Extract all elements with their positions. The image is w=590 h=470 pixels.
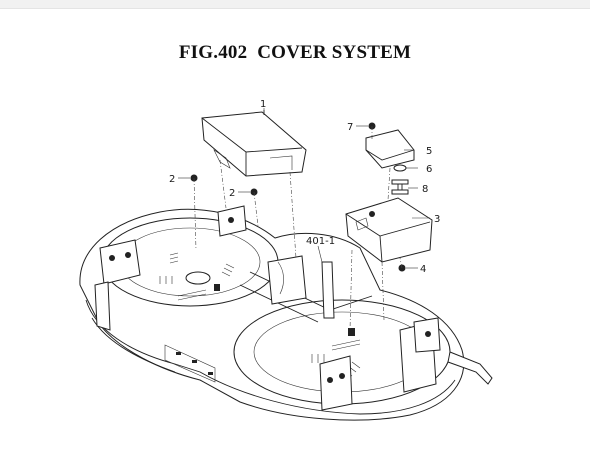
figure-title: FIG.402 COVER SYSTEM bbox=[0, 42, 590, 64]
callout-4: 4 bbox=[420, 264, 426, 275]
callout-1: 1 bbox=[260, 99, 266, 110]
mower-deck-housing bbox=[79, 205, 493, 421]
callout-7: 7 bbox=[347, 122, 353, 133]
callout-6: 6 bbox=[426, 164, 432, 175]
figure-number: FIG.402 bbox=[178, 42, 248, 63]
callout-2-left: 2 bbox=[169, 174, 175, 185]
viewer-top-bar bbox=[0, 0, 590, 9]
leader-lines bbox=[178, 108, 430, 269]
callout-5: 5 bbox=[426, 146, 432, 157]
figure-name: COVER SYSTEM bbox=[257, 42, 412, 63]
callout-8: 8 bbox=[422, 184, 428, 195]
part-8-pin bbox=[391, 179, 409, 195]
part-5-cover-plate bbox=[365, 129, 415, 169]
assembly-centre-lines bbox=[193, 126, 403, 331]
part-3-side-cover bbox=[345, 197, 433, 263]
callout-3: 3 bbox=[434, 214, 440, 225]
callout-2-right: 2 bbox=[229, 188, 235, 199]
part-1-belt-cover bbox=[201, 110, 307, 177]
part-6-washer bbox=[393, 164, 407, 172]
callout-401-1: 401-1 bbox=[306, 236, 335, 247]
